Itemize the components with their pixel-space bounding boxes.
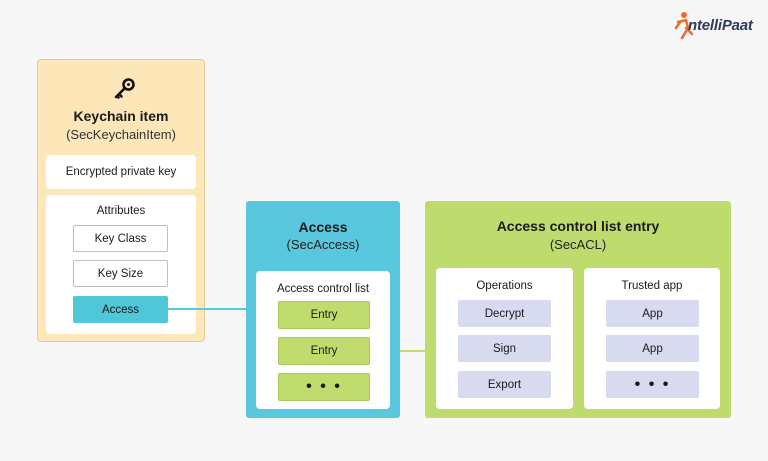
access-title: Access	[298, 219, 348, 235]
acl-entry-subtitle: (SecACL)	[549, 237, 607, 252]
connector-access	[168, 308, 256, 310]
logo-runner-icon	[674, 12, 694, 40]
attributes-label: Attributes	[96, 205, 146, 217]
operation-sign: Sign	[458, 335, 551, 362]
access-control-list-label: Access control list	[276, 283, 370, 295]
acl-entry-title: Access control list entry	[496, 218, 660, 234]
encrypted-private-key-label: Encrypted private key	[65, 166, 177, 178]
keychain-title: Keychain item	[73, 108, 169, 124]
trusted-app-label: Trusted app	[621, 280, 683, 292]
attribute-key-class: Key Class	[73, 225, 168, 252]
trusted-app-2: App	[606, 335, 699, 362]
access-subtitle: (SecAccess)	[286, 237, 360, 252]
operations-label: Operations	[476, 280, 533, 292]
logo-text: ntelliPaat	[688, 17, 753, 34]
acl-entry-2: Entry	[278, 337, 370, 365]
acl-entry-1: Entry	[278, 301, 370, 329]
operation-export: Export	[458, 371, 551, 398]
keychain-subtitle: (SecKeychainItem)	[66, 127, 176, 142]
encrypted-private-key-box: Encrypted private key	[46, 155, 196, 189]
connector-entry	[370, 350, 436, 352]
operation-decrypt: Decrypt	[458, 300, 551, 327]
trusted-app-more: • • •	[606, 371, 699, 398]
key-icon	[114, 78, 135, 99]
attribute-key-size: Key Size	[73, 260, 168, 287]
acl-entry-more: • • •	[278, 373, 370, 401]
attribute-access: Access	[73, 296, 168, 323]
trusted-app-1: App	[606, 300, 699, 327]
